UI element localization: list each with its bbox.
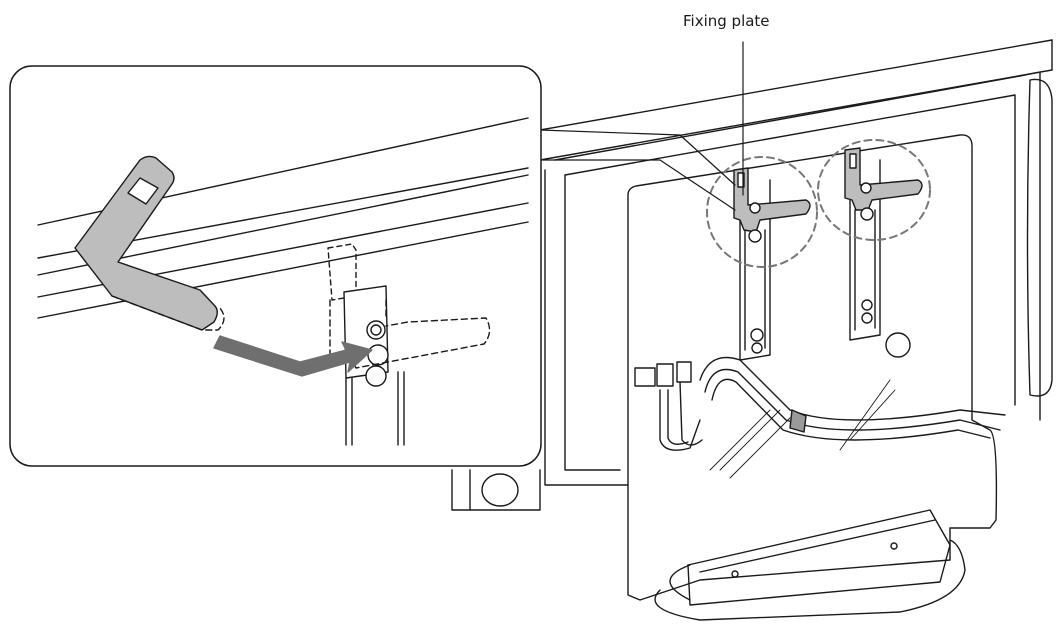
cable-hole [885,332,911,358]
fixing-plate-left [733,167,811,243]
highlight-circle-left [706,156,818,268]
highlight-circle-right [817,139,931,241]
set-rail-left [739,179,771,361]
zoom-leader-top [539,129,736,186]
detail-inset [9,65,542,467]
back-cover [627,134,998,601]
fixing-plate-label: Fixing plate [683,12,770,30]
set-rail-right [849,159,881,341]
tv-set [451,39,1053,511]
hatch-lines [709,379,896,479]
stand-base [654,509,966,621]
cable-bundle [634,356,1006,451]
zoom-leader-bottom [539,159,736,211]
fixing-plate-right [844,147,923,221]
